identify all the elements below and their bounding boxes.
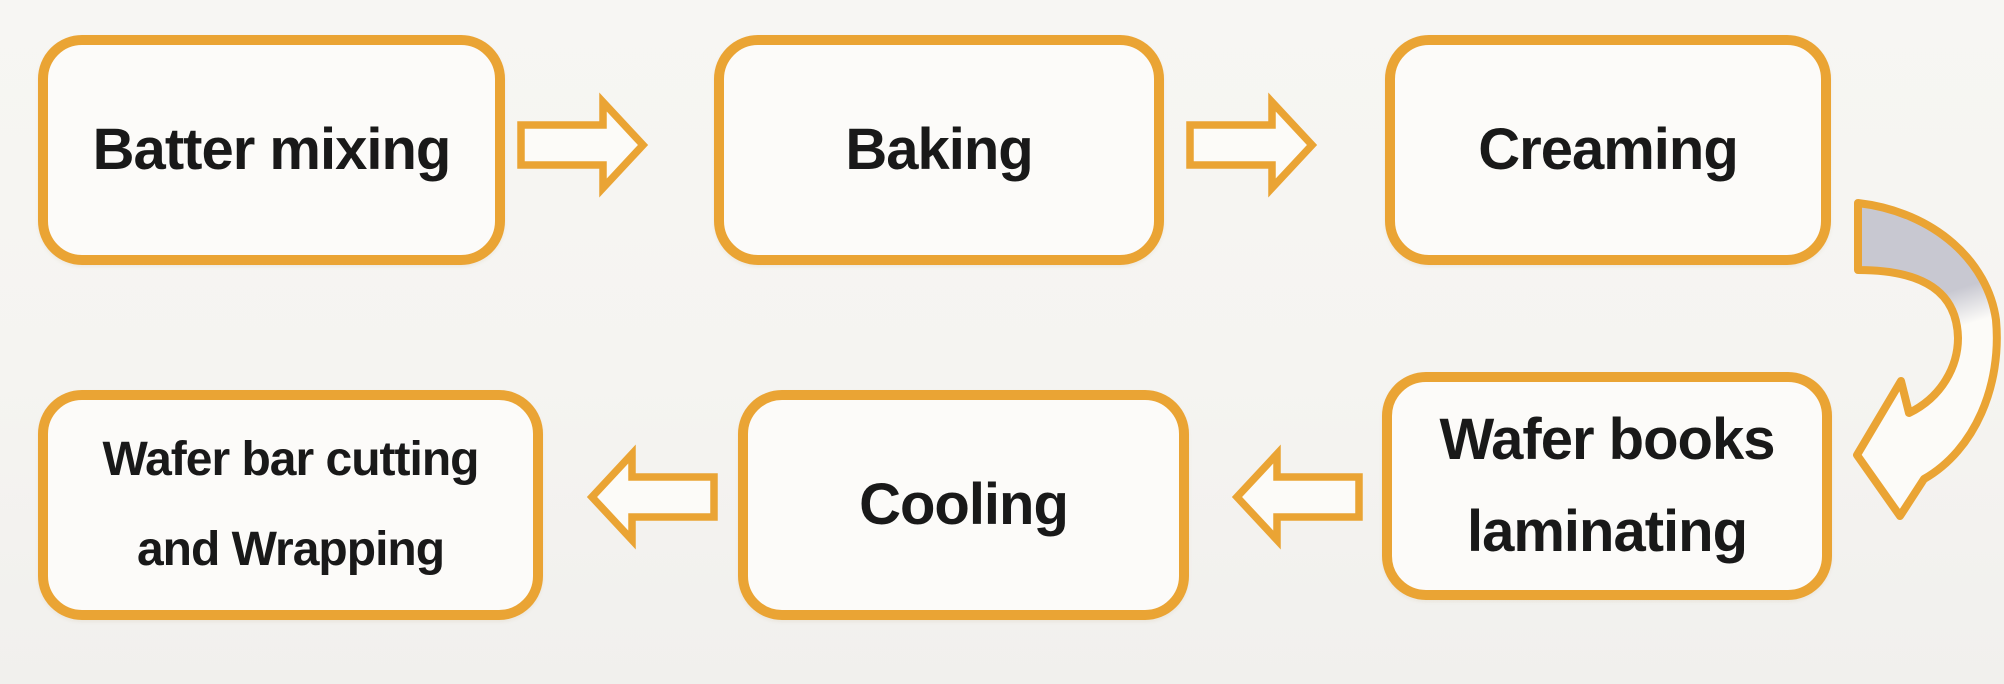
step-label: Batter mixing xyxy=(92,117,452,182)
step-label: Creaming xyxy=(1478,117,1739,182)
step-box-creaming: Creaming xyxy=(1385,35,1831,265)
step-label-line-2: laminating xyxy=(1466,499,1748,564)
block-arrow-left-icon xyxy=(1231,444,1363,550)
block-arrow-right-icon xyxy=(517,92,649,198)
curved-arrow-down-icon xyxy=(1750,150,2004,550)
step-label: Baking xyxy=(845,117,1033,182)
step-label-line-2: and Wrapping xyxy=(136,523,445,576)
step-label-line-1: Wafer bar cutting xyxy=(102,433,480,486)
step-box-baking: Baking xyxy=(714,35,1164,265)
block-arrow-left-icon xyxy=(586,444,718,550)
step-box-wafer-bar-cutting-and-wrapping: Wafer bar cutting and Wrapping xyxy=(38,390,543,620)
step-label: Cooling xyxy=(859,472,1069,537)
block-arrow-right-icon xyxy=(1186,92,1318,198)
step-label-line-1: Wafer books xyxy=(1439,407,1776,472)
step-box-batter-mixing: Batter mixing xyxy=(38,35,505,265)
step-box-wafer-books-laminating: Wafer books laminating xyxy=(1382,372,1832,600)
step-box-cooling: Cooling xyxy=(738,390,1189,620)
